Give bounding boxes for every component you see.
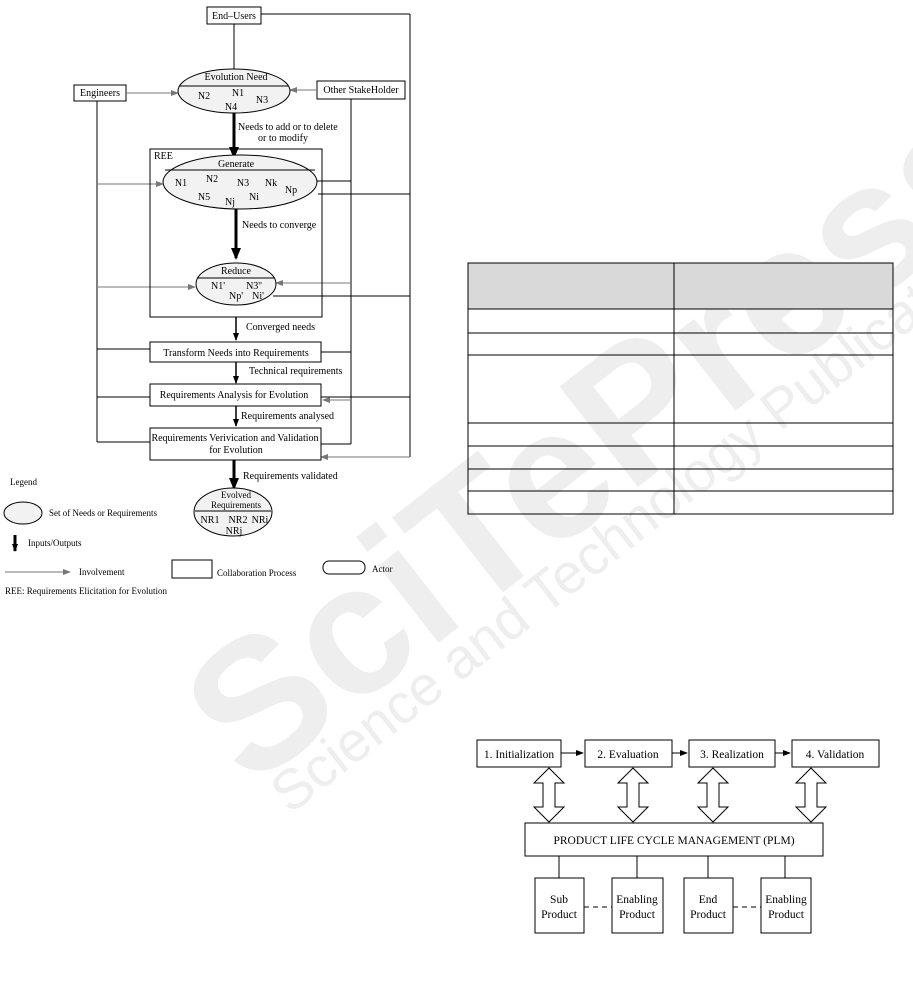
analysis-label: Requirements Analysis for Evolution	[160, 390, 309, 401]
reduce-title: Reduce	[221, 266, 252, 277]
legend-involvement-label: Involvement	[79, 567, 125, 577]
phase-evaluation-label: 2. Evaluation	[597, 749, 659, 761]
evolution-need-title: Evolution Need	[204, 72, 267, 83]
legend-ellipse-icon	[3, 501, 43, 525]
plm-diagram: 1. Initialization 2. Evaluation 3. Reali…	[476, 739, 880, 934]
needs-change-label-2: or to modify	[258, 133, 308, 144]
reduce-item: N1'	[211, 281, 225, 292]
evolution-need-item: N3	[256, 95, 268, 106]
evolved-item: NRj	[226, 526, 243, 537]
generate-item: N2	[206, 174, 218, 185]
reduce-item: Ni'	[252, 291, 264, 302]
product-end-label-2: Product	[690, 909, 727, 921]
phase-box-validation	[791, 739, 880, 768]
generate-item: Np	[285, 185, 297, 196]
product-end-label-1: End	[699, 894, 718, 906]
generate-item: N5	[198, 192, 210, 203]
needs-change-label-1: Needs to add or to delete	[238, 122, 338, 133]
converge-label: Needs to converge	[242, 220, 317, 231]
empty-table	[467, 262, 894, 515]
table-frame	[467, 262, 894, 515]
reduce-item: N3''	[246, 281, 262, 292]
product-enabling-1-label-1: Enabling	[616, 894, 658, 906]
generate-item: Nk	[265, 178, 277, 189]
legend: Legend Set of Needs or Requirements Inpu…	[3, 477, 393, 596]
evolution-need-item: N1	[232, 88, 244, 99]
product-box-end	[683, 877, 734, 934]
ree-label: REE	[154, 151, 173, 162]
engineers-label: Engineers	[80, 88, 120, 99]
legend-actor-label: Actor	[372, 564, 393, 574]
end-users-label: End–Users	[212, 11, 256, 22]
product-enabling-1-label-2: Product	[619, 909, 656, 921]
double-arrow-icon	[532, 767, 566, 823]
evolved-title-2: Requirements	[211, 500, 261, 510]
legend-collab-box-icon	[171, 559, 213, 579]
product-box-enabling-2	[760, 877, 812, 934]
evolved-title-1: Evolved	[221, 490, 251, 500]
legend-ree-label: REE: Requirements Elicitation for Evolut…	[5, 586, 167, 596]
reduce-item: Np'	[229, 291, 243, 302]
product-sub-label-2: Product	[541, 909, 578, 921]
double-arrow-icon	[696, 767, 730, 823]
phase-initialization-label: 1. Initialization	[484, 749, 555, 761]
phase-validation-label: 4. Validation	[806, 749, 865, 761]
technical-label: Technical requirements	[249, 366, 343, 377]
verification-label-2: for Evolution	[209, 445, 263, 456]
legend-set-label: Set of Needs or Requirements	[49, 508, 157, 518]
product-sub-label-1: Sub	[550, 894, 568, 906]
requirements-evolution-flowchart: End–Users Engineers Other StakeHolder Ev…	[3, 6, 411, 596]
transform-label: Transform Needs into Requirements	[163, 348, 309, 359]
generate-ellipse	[162, 154, 318, 210]
legend-actor-icon	[322, 560, 366, 575]
generate-item: Ni	[249, 192, 259, 203]
generate-item: Nj	[225, 197, 235, 208]
generate-title: Generate	[218, 159, 255, 170]
legend-title: Legend	[10, 477, 37, 487]
legend-io-label: Inputs/Outputs	[28, 538, 82, 548]
reduce-ellipse	[195, 262, 277, 306]
evolved-item: NR2	[229, 515, 248, 526]
converged-label: Converged needs	[246, 322, 315, 333]
evolution-need-item: N4	[225, 102, 237, 113]
legend-collab-label: Collaboration Process	[217, 568, 297, 578]
product-box-sub	[534, 877, 585, 934]
verification-label-1: Requirements Verivication and Validation	[151, 433, 318, 444]
validated-label: Requirements validated	[243, 471, 338, 482]
product-enabling-2-label-1: Enabling	[765, 894, 807, 906]
generate-item: N3	[237, 178, 249, 189]
phase-realization-label: 3. Realization	[700, 749, 764, 761]
table-header-row	[468, 263, 893, 309]
product-enabling-2-label-2: Product	[768, 909, 805, 921]
double-arrow-icon	[794, 767, 828, 823]
product-box-enabling-1	[611, 877, 664, 934]
generate-item: N1	[175, 178, 187, 189]
plm-box	[524, 822, 824, 857]
evolution-need-item: N2	[198, 91, 210, 102]
analysed-label: Requirements analysed	[241, 411, 334, 422]
double-arrow-icon	[616, 767, 650, 823]
evolved-requirements-ellipse	[193, 487, 273, 537]
other-stakeholder-label: Other StakeHolder	[323, 85, 399, 96]
evolved-item: NR1	[201, 515, 220, 526]
evolved-item: NRi	[252, 515, 269, 526]
plm-label: PRODUCT LIFE CYCLE MANAGEMENT (PLM)	[553, 835, 794, 847]
